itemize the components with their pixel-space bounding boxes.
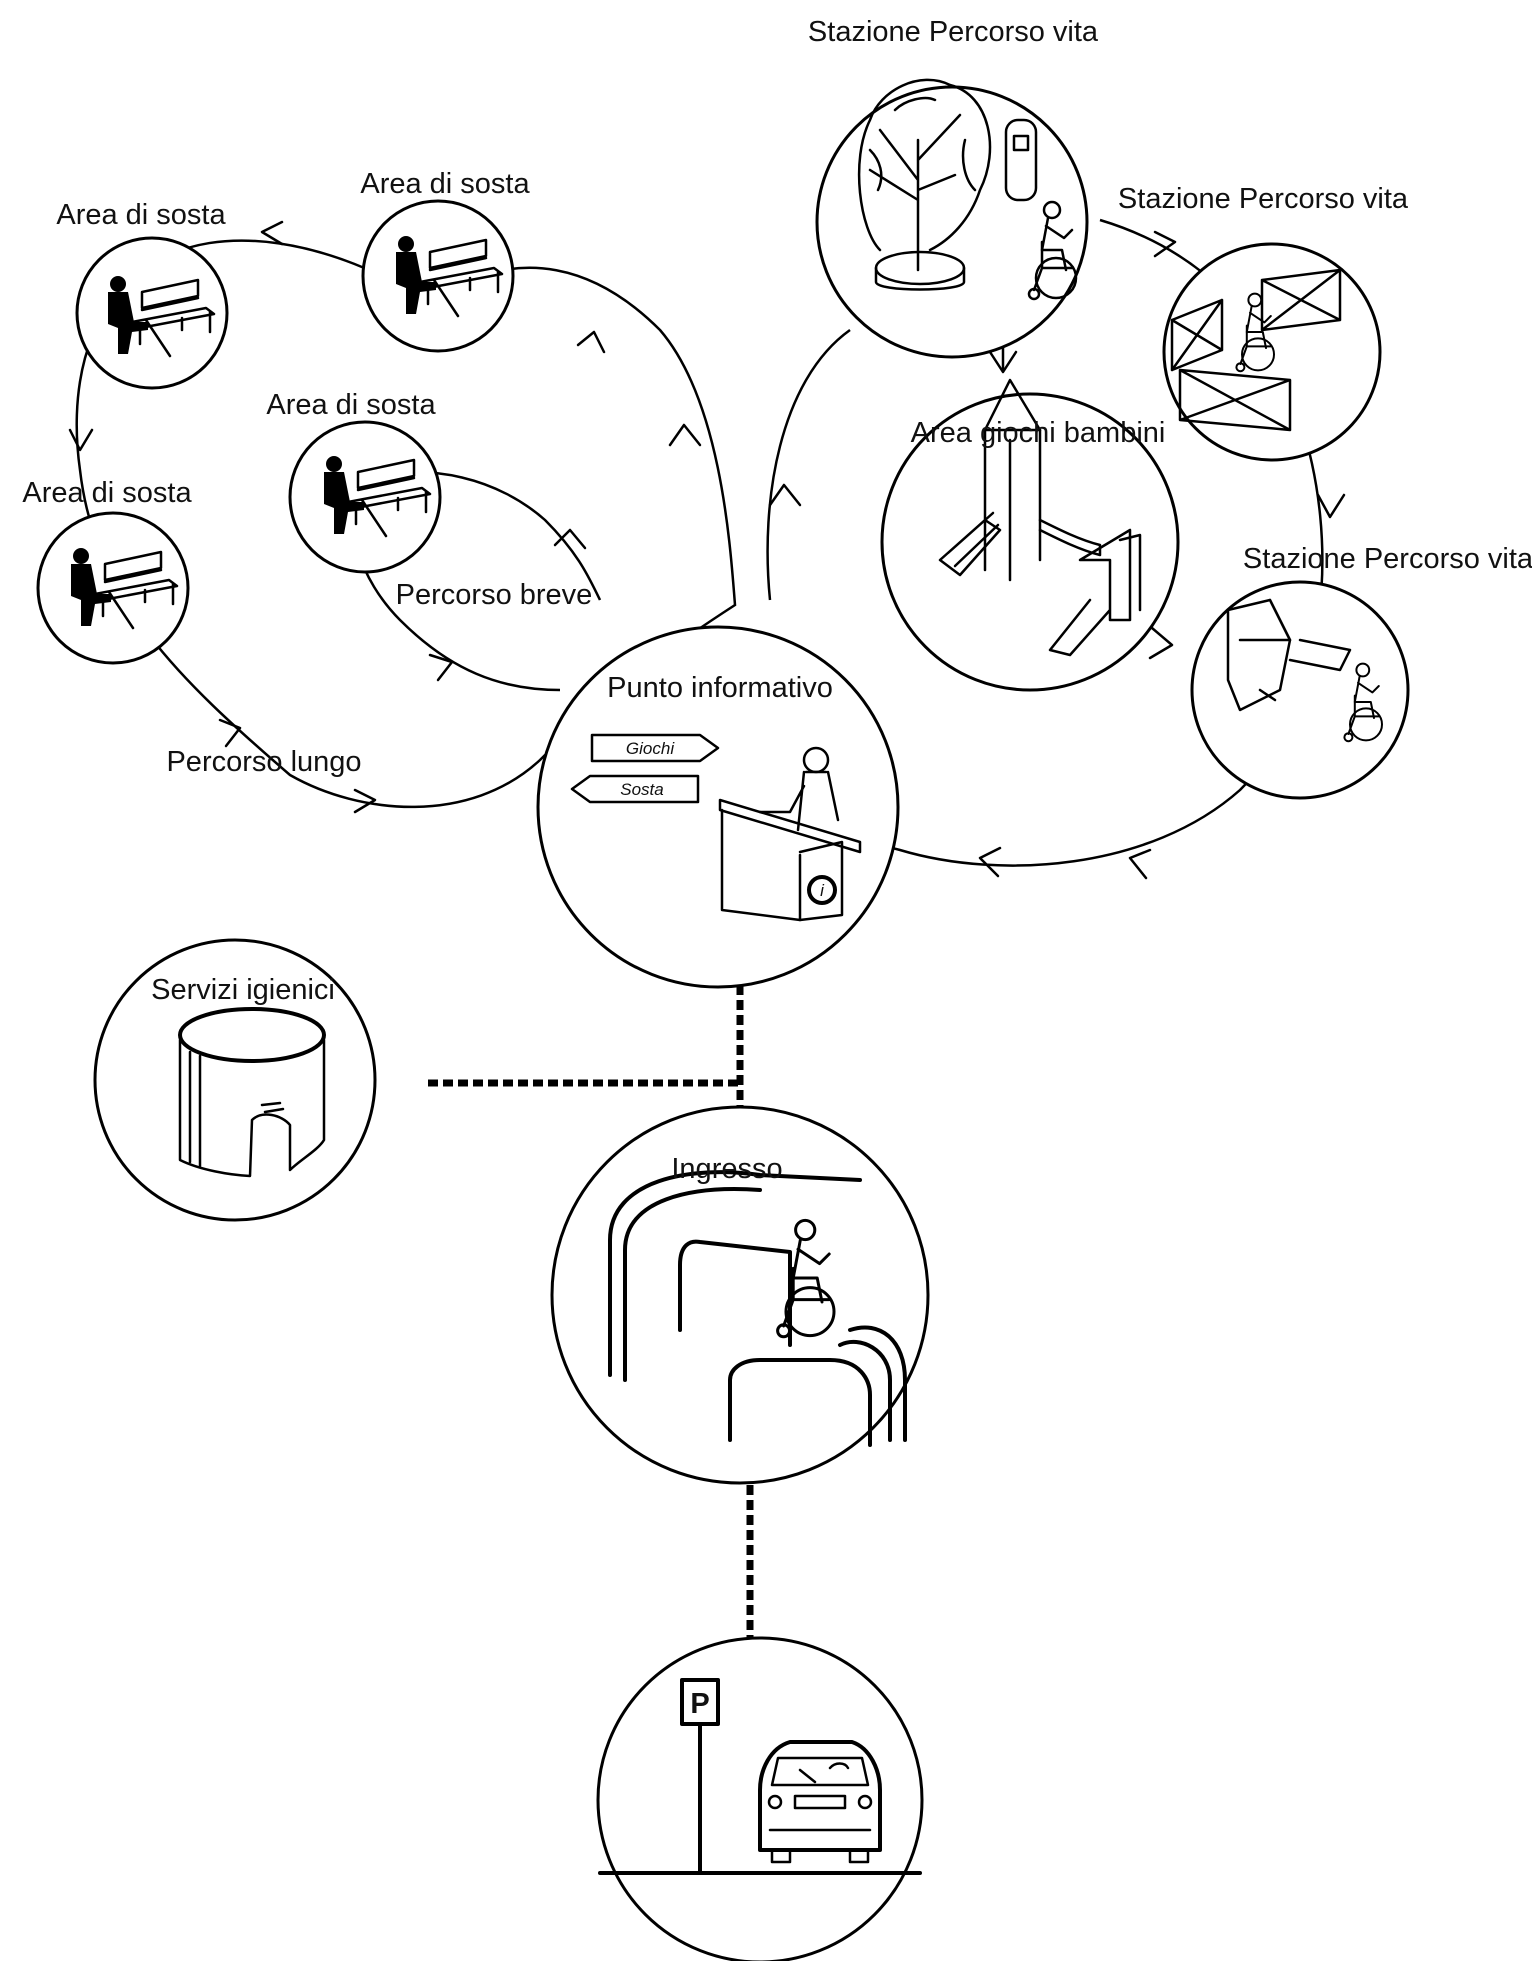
node-stazione-top [815,78,1089,359]
label-stazione-right-bottom: Stazione Percorso vita [1243,543,1532,575]
arrow-vita-6 [1148,626,1174,660]
node-stazione-right-top [1162,242,1382,462]
direction-sign-sosta: Sosta [570,774,700,804]
fitness-panel-icon [1004,118,1038,202]
arrow-vita-5 [978,846,1002,878]
sign-giochi-label: Giochi [626,739,675,758]
label-percorso-breve: Percorso breve [396,579,593,611]
info-symbol: i [820,881,825,900]
parking-sign-label: P [690,1688,709,1720]
label-area-sosta-4: Area di sosta [22,477,192,509]
label-stazione-top: Stazione Percorso vita [808,16,1099,48]
ramp-handrail-icon [608,1170,907,1447]
arrow-long-3 [218,718,242,748]
parking-sign-icon: P [680,1678,720,1875]
label-servizi-igienici: Servizi igienici [151,974,335,1006]
playground-icon [938,378,1142,657]
arrow-vita-3 [1316,493,1346,519]
node-area-sosta-3 [288,420,442,574]
arrow-vita-1 [768,483,802,507]
node-servizi-igienici [93,938,377,1222]
arrow-vita-4 [1128,848,1152,880]
obstacle-blocks-icon [1226,598,1352,712]
node-area-giochi [880,378,1180,692]
info-desk-icon: i [718,746,862,922]
arrow-long-4 [353,788,377,814]
label-ingresso: Ingresso [671,1153,782,1185]
node-parking: P [596,1636,924,1961]
node-area-sosta-4 [36,511,190,665]
car-icon [758,1740,882,1864]
arrow-short-2 [428,653,454,682]
arrow-long-6 [576,330,606,354]
label-punto-informativo: Punto informativo [607,672,833,704]
toilet-kiosk-icon [178,1007,326,1178]
node-area-sosta-1 [75,236,229,390]
node-area-sosta-2 [361,199,515,353]
label-percorso-lungo: Percorso lungo [166,746,361,778]
label-area-sosta-2: Area di sosta [360,168,530,200]
arrow-short-1 [553,528,587,550]
label-area-giochi: Area giochi bambini [911,417,1166,449]
arrow-long-1 [260,220,284,246]
arrow-vita-2 [1153,230,1177,258]
label-area-sosta-3: Area di sosta [266,389,436,421]
label-area-sosta-1: Area di sosta [56,199,226,231]
node-punto-informativo: Giochi Sosta i [536,625,900,989]
sign-sosta-label: Sosta [620,780,663,799]
node-ingresso [550,1105,930,1485]
arrow-long-2 [68,428,94,452]
fence-icon [1170,268,1342,432]
route-arrows [68,220,1346,880]
arrow-long-5 [668,423,702,447]
dashed-connectors [428,985,754,1640]
node-stazione-right-bottom [1190,580,1410,800]
label-stazione-right-top: Stazione Percorso vita [1118,183,1409,215]
tree-icon [857,78,992,291]
direction-sign-giochi: Giochi [590,733,720,763]
